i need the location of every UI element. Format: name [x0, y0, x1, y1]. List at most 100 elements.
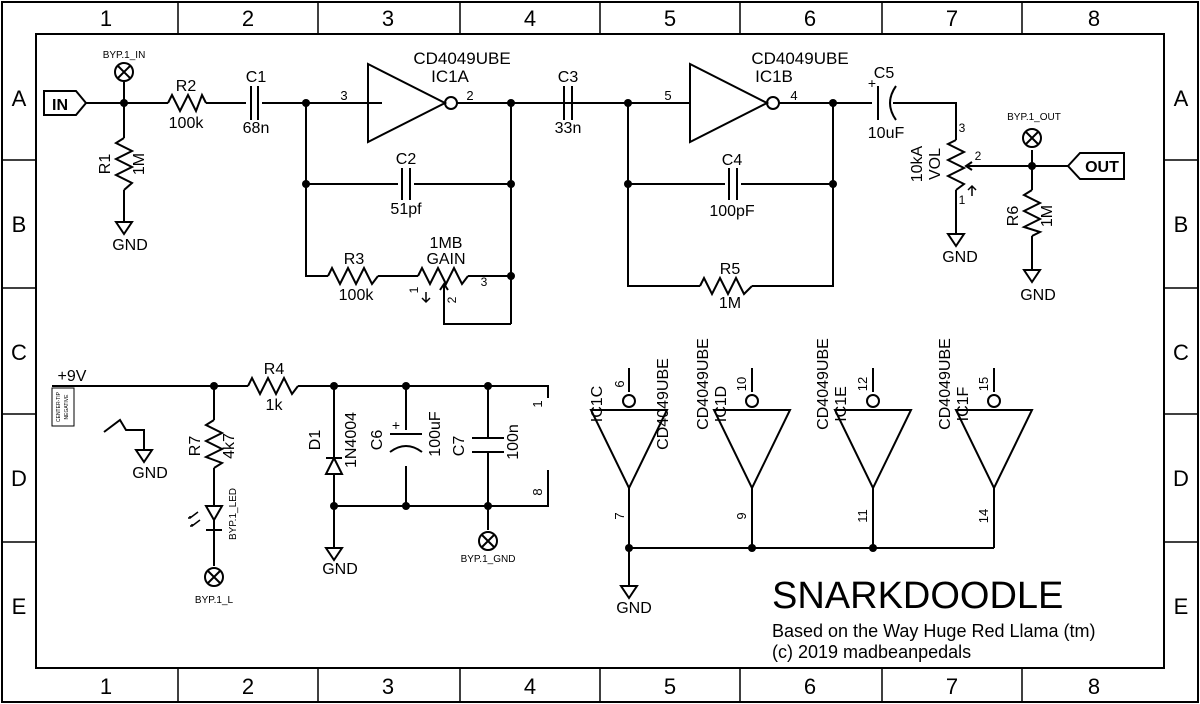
col-label-bottom: 2	[242, 674, 254, 699]
r7-value: 4k7	[221, 433, 238, 459]
r7-ref: R7	[187, 436, 204, 457]
r3-ref: R3	[344, 251, 365, 268]
ic1e-out-pin: 12	[855, 377, 870, 391]
d1-ref: D1	[307, 430, 324, 451]
output-port: OUT	[1066, 152, 1125, 180]
ic1e-ref: IC1E	[833, 386, 850, 422]
junction	[402, 382, 410, 390]
ic-supply-pin-8: 8	[530, 488, 545, 495]
capacitor-c7: C7 100n	[451, 424, 522, 460]
c5-value: 10uF	[868, 125, 905, 142]
junction	[869, 544, 877, 552]
d1-value: 1N4004	[343, 412, 360, 468]
junction	[624, 180, 632, 188]
ic1f-ref: IC1F	[955, 386, 972, 421]
col-label-top: 2	[242, 6, 254, 31]
c5-ref: C5	[874, 65, 895, 82]
vol-ref: VOL	[927, 148, 944, 180]
potentiometer-gain: 1MB GAIN 1 2 3	[407, 235, 488, 303]
col-label-bottom: 5	[664, 674, 676, 699]
diode-d1: D1 1N4004	[307, 412, 360, 475]
capacitor-c6: + C6 100uF	[369, 411, 444, 457]
ground-symbol: GND	[616, 585, 652, 617]
row-label-right: A	[1174, 86, 1189, 111]
c2-value: 51pf	[390, 201, 422, 218]
row-label-right: B	[1174, 212, 1189, 237]
junction	[507, 99, 515, 107]
ground-symbol: GND	[112, 221, 148, 254]
junction	[507, 272, 515, 280]
junction	[402, 502, 410, 510]
vol-pin-1: 1	[959, 193, 966, 207]
bypass-out-label: BYP.1_OUT	[1007, 112, 1061, 123]
r1-value: 1M	[131, 153, 148, 175]
ground-label: GND	[322, 561, 358, 578]
junction	[748, 544, 756, 552]
r6-value: 1M	[1039, 205, 1056, 227]
resistor-r1: R1 1M	[97, 137, 148, 191]
ic1d-in-pin: 9	[734, 512, 749, 519]
r2-ref: R2	[176, 78, 197, 95]
c7-value: 100n	[505, 424, 522, 460]
col-label-bottom: 3	[382, 674, 394, 699]
r4-value: 1k	[266, 397, 284, 414]
junction	[829, 99, 837, 107]
junction	[507, 180, 515, 188]
project-title: SNARKDOODLE	[772, 575, 1063, 617]
ic1e-in-pin: 11	[855, 509, 870, 523]
wire-unused-inputs	[628, 547, 994, 586]
ic1d-out-pin: 10	[734, 377, 749, 391]
c6-plus: +	[392, 417, 400, 433]
c6-value: 100uF	[427, 411, 444, 457]
c4-value: 100pF	[709, 203, 755, 220]
ic1b-part: CD4049UBE	[751, 49, 848, 68]
row-label-right: E	[1174, 594, 1189, 619]
row-label-left: B	[12, 212, 27, 237]
wire-supply	[52, 385, 549, 566]
col-label-top: 7	[946, 6, 958, 31]
ic1b-ref: IC1B	[755, 67, 793, 86]
junction	[625, 544, 633, 552]
junction	[829, 180, 837, 188]
ground-label: GND	[112, 237, 148, 254]
ground-symbol: GND	[942, 233, 978, 266]
row-label-left: E	[12, 594, 27, 619]
bypass-gnd-label: BYP.1_GND	[461, 554, 516, 565]
input-port-label: IN	[52, 97, 68, 114]
inverter-ic1a: CD4049UBE IC1A 3 2	[340, 49, 628, 144]
c2-ref: C2	[396, 151, 417, 168]
ic1c-part: CD4049UBE	[655, 358, 672, 450]
gain-pin-3: 3	[481, 275, 488, 289]
ic1b-out-pin: 4	[790, 88, 797, 103]
col-label-bottom: 6	[804, 674, 816, 699]
ic1a-out-pin: 2	[466, 88, 473, 103]
col-label-bottom: 7	[946, 674, 958, 699]
junction	[210, 382, 218, 390]
ic-supply-pin-1: 1	[530, 400, 545, 407]
resistor-r6: R6 1M	[1005, 189, 1056, 237]
col-label-top: 3	[382, 6, 394, 31]
ground-label: GND	[1020, 287, 1056, 304]
power-jack-label-2: NEGATIVE	[64, 394, 70, 420]
junction	[302, 180, 310, 188]
ic1f-part: CD4049UBE	[937, 338, 954, 430]
ground-symbol: GND	[322, 547, 358, 578]
resistor-r4: R4 1k	[247, 361, 299, 414]
col-label-top: 6	[804, 6, 816, 31]
resistor-r2: R2 100k	[167, 78, 207, 132]
c1-ref: C1	[246, 69, 267, 86]
inverter-ic1b: CD4049UBE IC1B 5 4	[628, 49, 872, 144]
junction	[120, 99, 128, 107]
output-port-label: OUT	[1085, 159, 1119, 176]
gain-pin-1: 1	[407, 286, 421, 293]
ground-label: GND	[942, 249, 978, 266]
bypass-led-label: BYP.1_LED	[228, 488, 239, 540]
r6-ref: R6	[1005, 206, 1022, 227]
power-jack: CENTER-TIP NEGATIVE +9V	[51, 368, 87, 427]
junction	[484, 502, 492, 510]
capacitor-c4: C4 100pF	[709, 152, 755, 220]
ic1a-part: CD4049UBE	[413, 49, 510, 68]
vol-pin-3: 3	[959, 121, 966, 135]
row-label-right: C	[1173, 340, 1189, 365]
